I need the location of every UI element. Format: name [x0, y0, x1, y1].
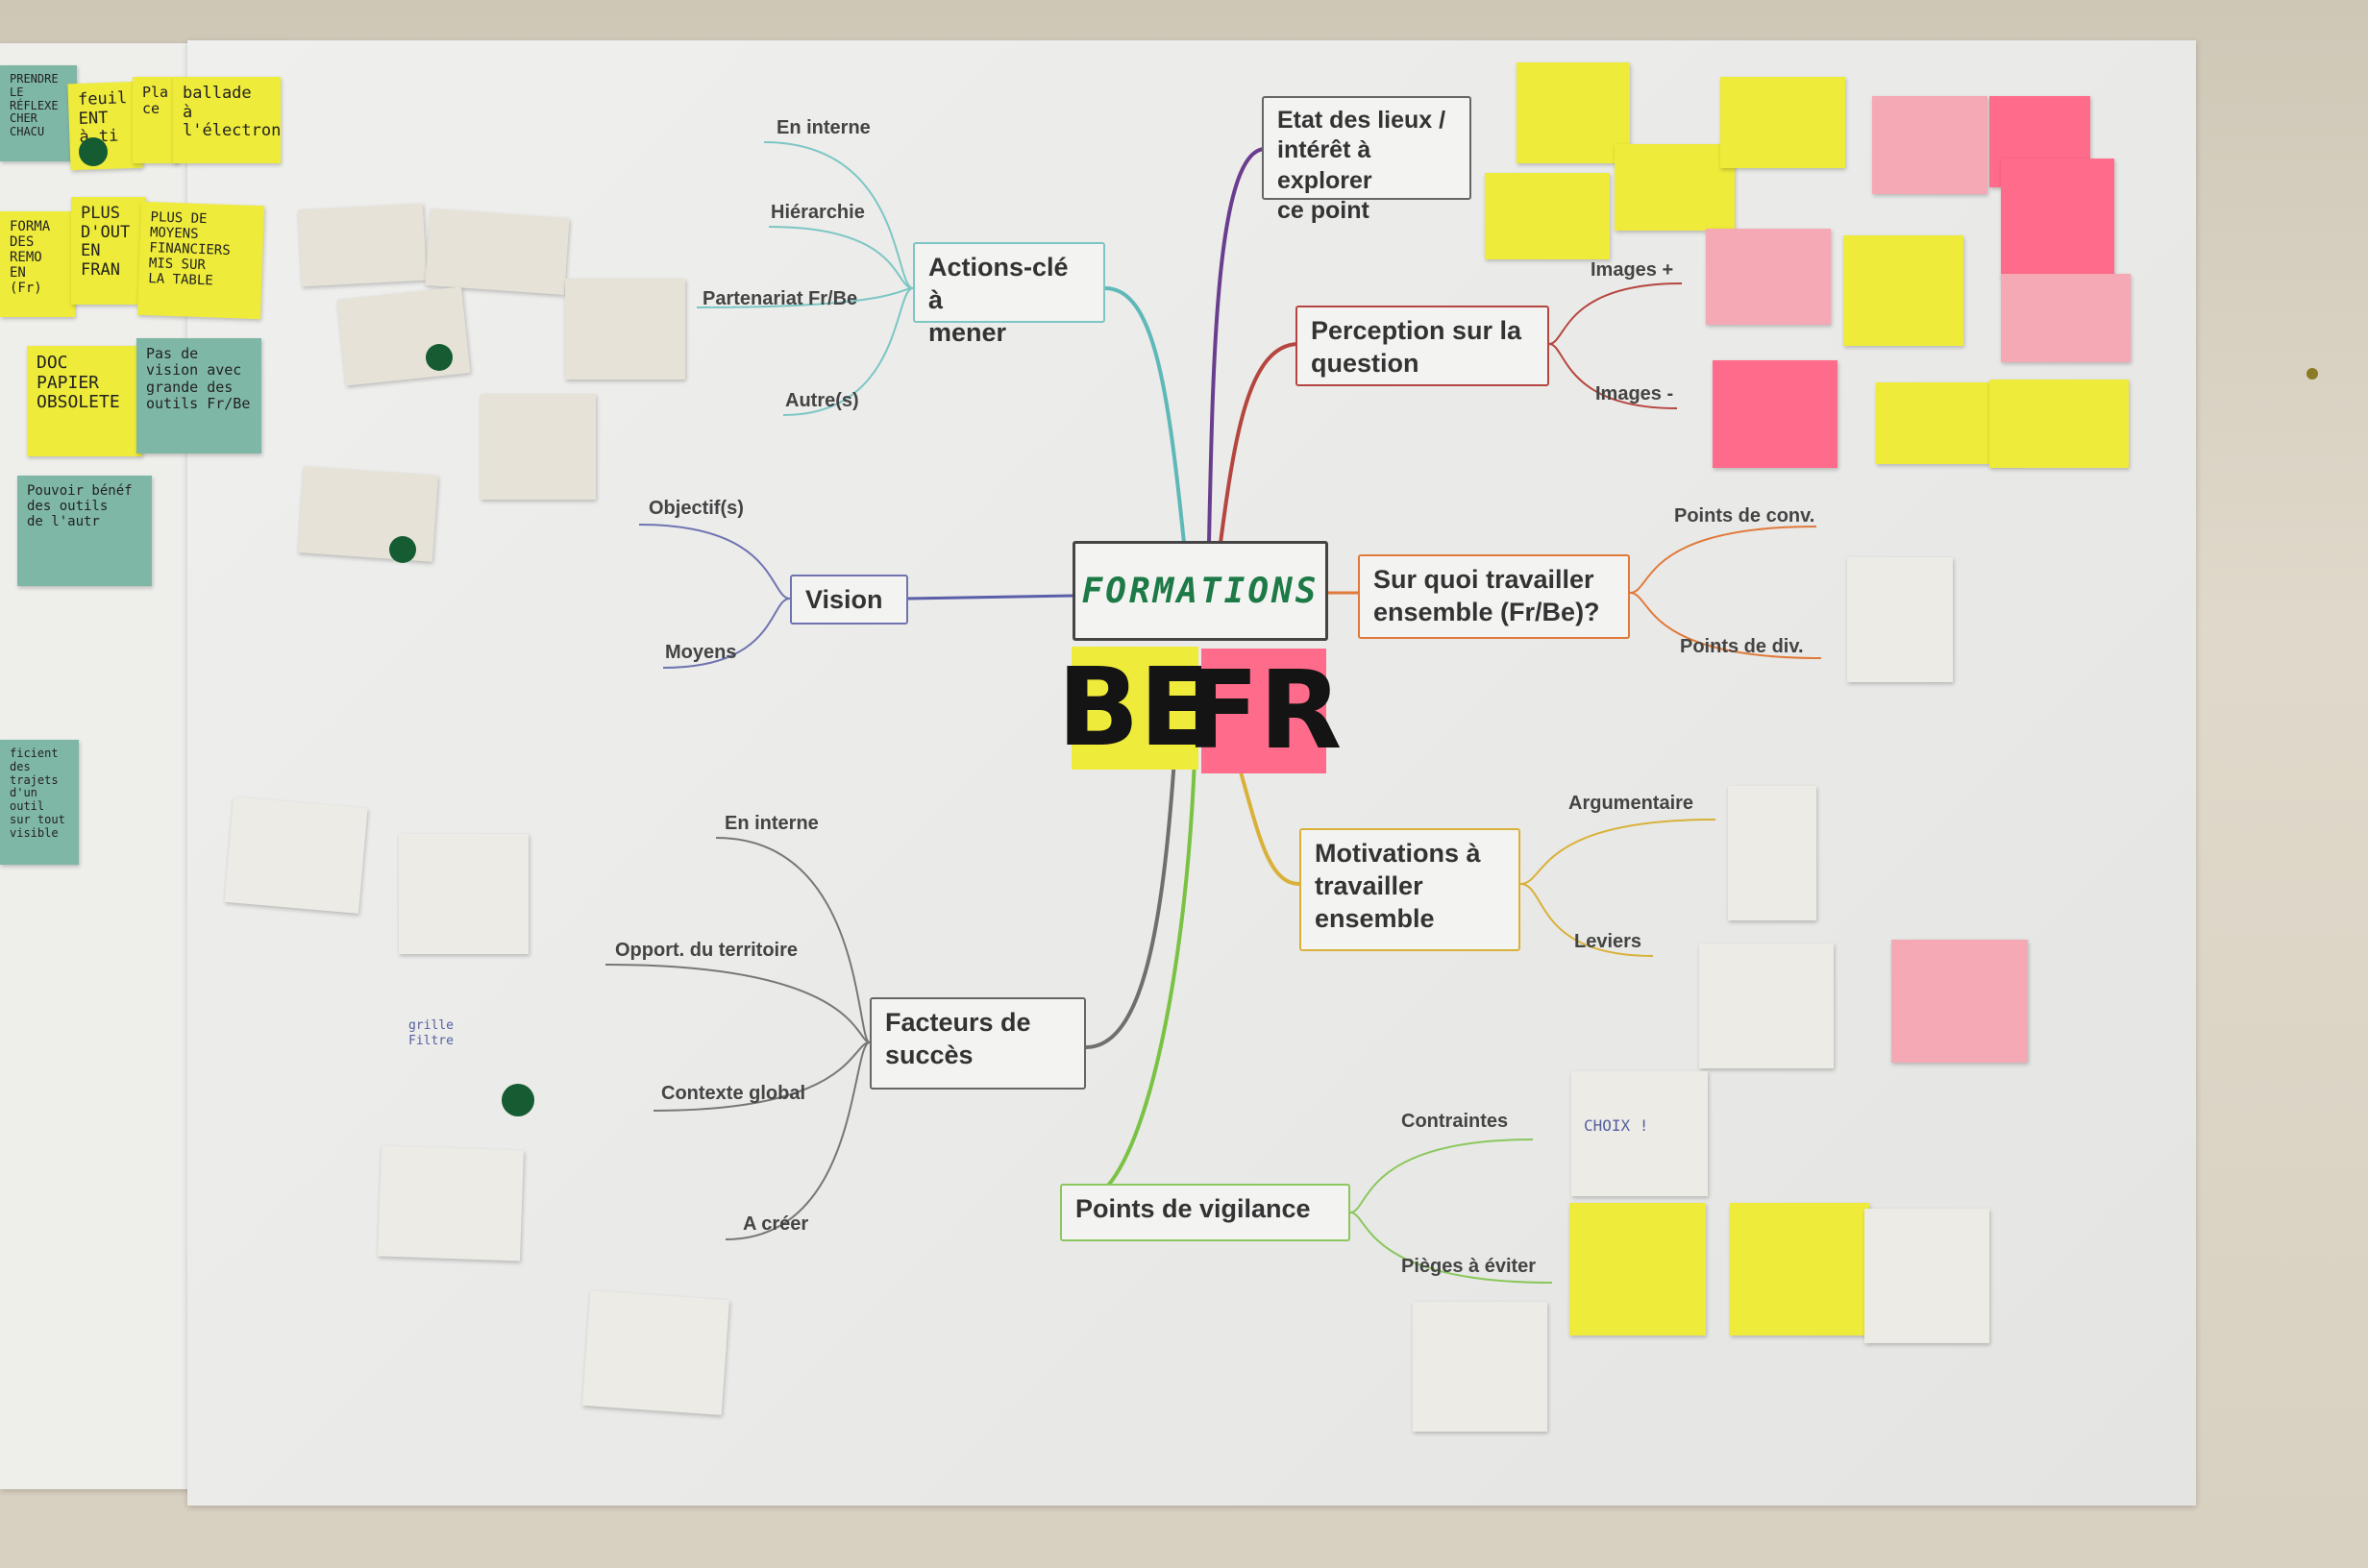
faint-note	[425, 208, 570, 295]
vote-dot	[79, 137, 108, 166]
faint-note	[1728, 786, 1816, 920]
branch-facteurs: Facteurs de succès	[870, 997, 1086, 1090]
vote-dot	[426, 344, 453, 371]
faint-note	[565, 279, 685, 380]
wall-pin	[2306, 368, 2318, 380]
sticky-note	[1615, 144, 1735, 231]
sticky-note: Pouvoir bénéf des outils de l'autr	[17, 476, 152, 586]
vote-dot	[389, 536, 416, 563]
sticky-note	[2001, 159, 2114, 279]
sticky-note	[1706, 229, 1831, 325]
link-perception-leaves	[1548, 282, 1683, 409]
faint-note	[297, 203, 428, 287]
faint-note	[1413, 1302, 1547, 1432]
branch-sur-quoi-travailler: Sur quoi travailler ensemble (Fr/Be)?	[1358, 554, 1630, 639]
leaf-pieges: Pièges à éviter	[1401, 1256, 1537, 1277]
link-center-vigilance	[1105, 758, 1196, 1188]
link-center-vision	[907, 594, 1073, 600]
sticky-note: PLUS DE MOYENS FINANCIERS MIS SUR LA TAB…	[136, 201, 265, 320]
leaf-contraintes: Contraintes	[1401, 1111, 1509, 1132]
leaf-actions-hierarchie: Hiérarchie	[771, 202, 865, 223]
leaf-actions-en-interne: En interne	[777, 117, 871, 138]
sticky-note	[1843, 235, 1963, 346]
faint-note	[224, 796, 368, 914]
leaf-leviers: Leviers	[1574, 931, 1642, 952]
faint-note	[378, 1145, 524, 1262]
central-topic: FORMATIONS	[1073, 541, 1328, 641]
branch-actions: Actions-clé à mener	[913, 242, 1105, 347]
sticky-note: Pla ce	[133, 77, 179, 163]
leaf-facteurs-opport: Opport. du territoire	[615, 940, 798, 961]
sticky-note	[1872, 96, 1987, 194]
faint-note	[481, 394, 596, 500]
branch-etat-des-lieux: Etat des lieux / intérêt à explorer ce p…	[1262, 96, 1471, 224]
sticky-note: PLUS D'OUT EN FRAN	[71, 197, 146, 305]
sticky-note: Pas de vision avec grande des outils Fr/…	[136, 338, 261, 453]
link-center-perception	[1219, 342, 1298, 544]
link-center-facteurs	[1085, 758, 1176, 1049]
leaf-facteurs-en-interne: En interne	[725, 813, 819, 834]
fr-flag-note: FR	[1185, 649, 1343, 773]
sticky-note	[1485, 173, 1610, 259]
sticky-note	[1730, 1203, 1869, 1335]
branch-perception: Perception sur la question	[1295, 306, 1549, 386]
sticky-note	[2001, 274, 2131, 362]
vote-dot	[502, 1084, 534, 1116]
faint-note	[399, 834, 529, 954]
leaf-vision-objectifs: Objectif(s)	[649, 498, 744, 519]
leaf-facteurs-contexte: Contexte global	[661, 1083, 806, 1104]
sticky-note	[1569, 1203, 1706, 1335]
sticky-note	[1517, 62, 1630, 163]
faint-note	[1864, 1209, 1989, 1343]
link-vigilance-leaves	[1349, 1139, 1553, 1284]
faint-note	[1699, 943, 1834, 1068]
handwritten-text: CHOIX !	[1584, 1116, 1649, 1135]
leaf-actions-partenariat: Partenariat Fr/Be	[703, 288, 858, 309]
leaf-facteurs-a-creer: A créer	[743, 1213, 809, 1235]
leaf-perception-images-moins: Images -	[1595, 383, 1674, 404]
sticky-note: DOC PAPIER OBSOLETE	[27, 346, 142, 456]
branch-vision: Vision	[790, 575, 908, 625]
sticky-note	[1989, 380, 2129, 468]
leaf-points-conv: Points de conv.	[1674, 505, 1815, 527]
faint-note	[298, 466, 438, 562]
sticky-note: ballade à l'électronique	[173, 77, 281, 163]
sticky-note: PRENDRE LE RÉFLEXE CHER CHACU	[0, 65, 77, 161]
sticky-note	[1713, 360, 1838, 468]
link-motivations-leaves	[1519, 819, 1716, 957]
sticky-note	[1891, 940, 2028, 1063]
leaf-actions-autres: Autre(s)	[785, 390, 859, 411]
sticky-note	[1720, 77, 1845, 168]
branch-vigilance: Points de vigilance	[1060, 1184, 1350, 1241]
leaf-argumentaire: Argumentaire	[1568, 793, 1694, 814]
faint-note	[1571, 1071, 1708, 1196]
faint-note	[1847, 557, 1953, 682]
link-center-etat	[1207, 147, 1265, 544]
link-facteurs-leaves	[604, 837, 871, 1240]
link-actions-leaves	[696, 141, 914, 416]
link-center-actions	[1104, 286, 1186, 544]
be-flag-note: BE	[1057, 646, 1213, 771]
leaf-vision-moyens: Moyens	[665, 642, 737, 663]
link-center-motivations	[1238, 768, 1300, 886]
branch-motivations: Motivations à travailler ensemble	[1299, 828, 1520, 951]
handwritten-text: grille Filtre	[408, 1018, 454, 1048]
leaf-points-div: Points de div.	[1680, 636, 1804, 657]
link-travailler-leaves	[1629, 526, 1822, 659]
sticky-note: FORMA DES REMO EN (Fr)	[0, 211, 75, 317]
sticky-note: ficient des trajets d'un outil sur tout …	[0, 740, 79, 865]
faint-note	[581, 1290, 730, 1415]
link-vision-leaves	[638, 524, 791, 669]
faint-note	[336, 286, 471, 386]
leaf-perception-images-plus: Images +	[1591, 259, 1674, 281]
